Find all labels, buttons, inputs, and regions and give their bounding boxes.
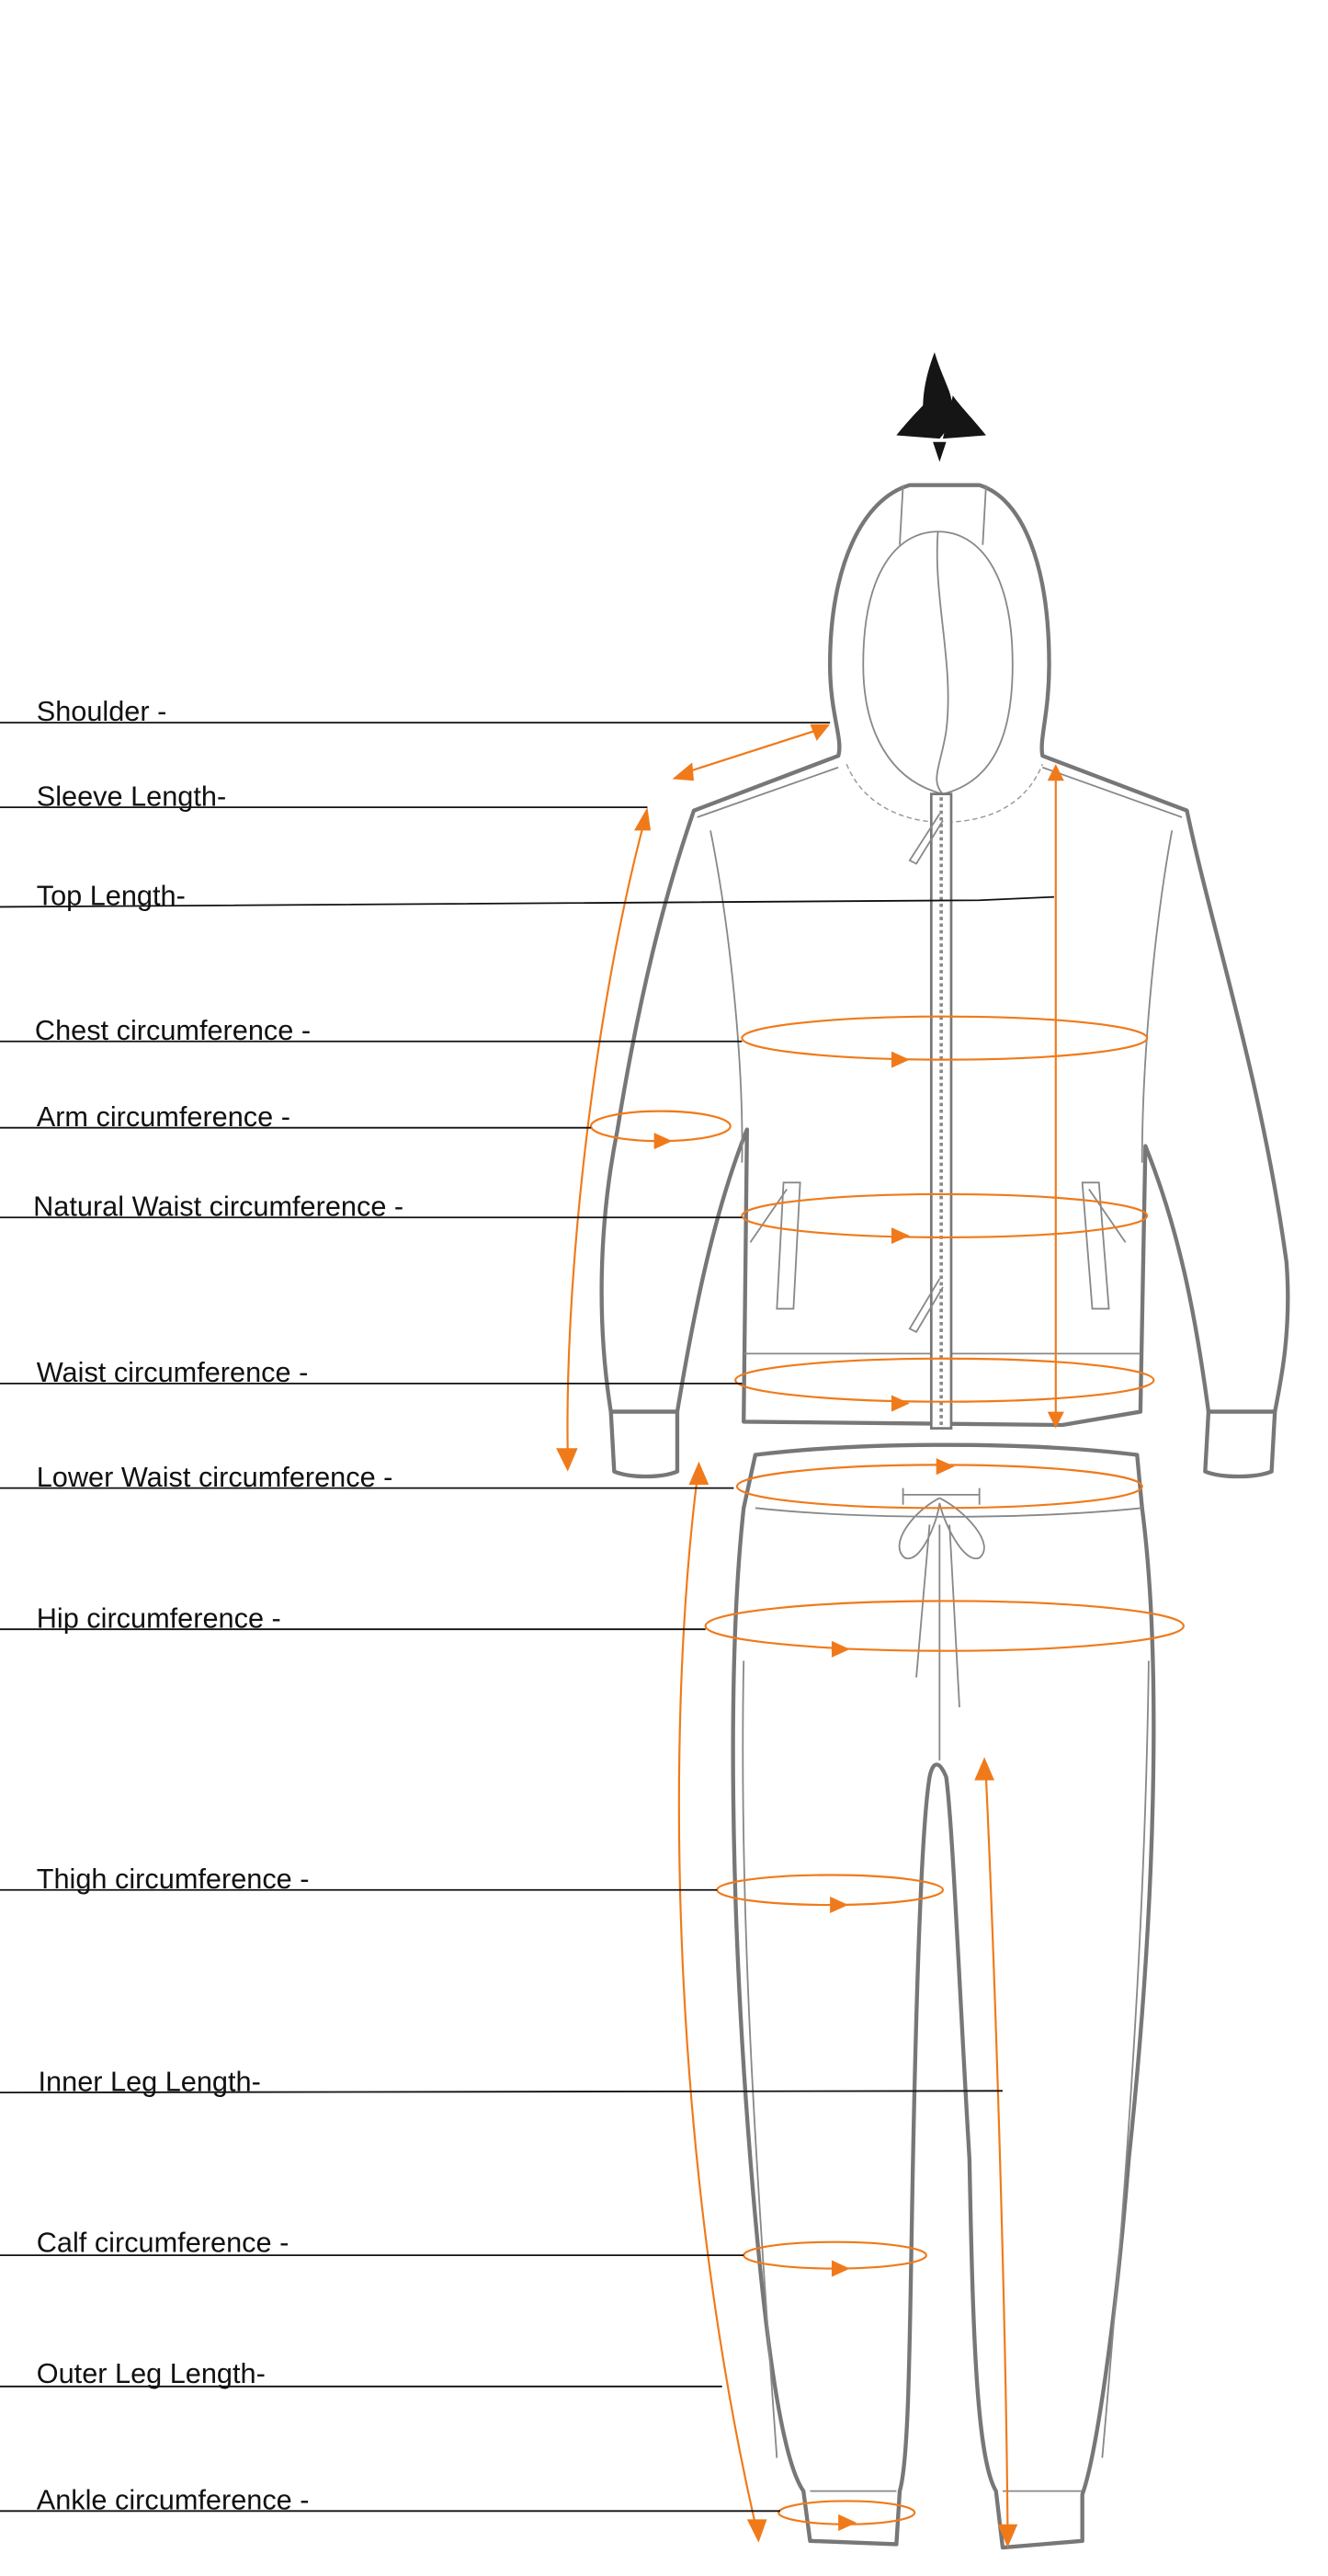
label-shoulder: Shoulder - bbox=[37, 695, 167, 727]
pants-drawing bbox=[731, 1442, 1156, 2550]
brand-logo bbox=[896, 352, 986, 462]
label-outer-leg: Outer Leg Length- bbox=[37, 2357, 266, 2389]
label-calf: Calf circumference - bbox=[37, 2227, 289, 2259]
label-waist: Waist circumference - bbox=[37, 1356, 309, 1388]
label-chest: Chest circumference - bbox=[35, 1014, 311, 1046]
label-sleeve-length: Sleeve Length- bbox=[37, 780, 226, 812]
label-top-length: Top Length- bbox=[37, 880, 186, 912]
label-arm: Arm circumference - bbox=[37, 1100, 290, 1133]
hoodie-drawing bbox=[599, 483, 1290, 1479]
measurement-markers bbox=[556, 724, 1185, 2548]
label-natural-waist: Natural Waist circumference - bbox=[33, 1190, 403, 1222]
label-inner-leg: Inner Leg Length- bbox=[39, 2065, 261, 2097]
label-thigh: Thigh circumference - bbox=[37, 1863, 310, 1895]
label-ankle: Ankle circumference - bbox=[37, 2483, 310, 2515]
leader-lines bbox=[0, 722, 1055, 2513]
label-hip: Hip circumference - bbox=[37, 1601, 281, 1634]
label-lower-waist: Lower Waist circumference - bbox=[37, 1461, 393, 1493]
measurement-labels: Shoulder - Sleeve Length- Top Length- Ch… bbox=[33, 695, 403, 2515]
